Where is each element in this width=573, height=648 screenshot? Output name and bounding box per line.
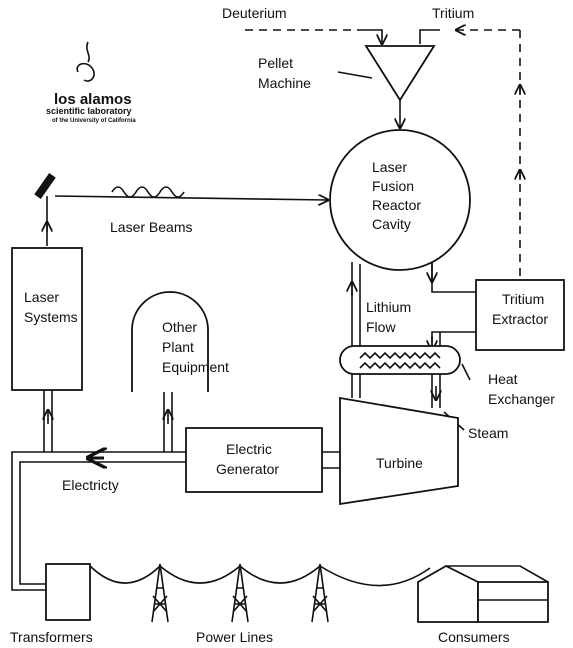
logo-line3: of the University of California (52, 118, 136, 124)
power-tower-2 (231, 563, 249, 623)
tritium-extractor-box (475, 279, 565, 351)
lithium-to-extractor (431, 262, 476, 293)
power-tower-3 (311, 563, 329, 623)
power-tower-1 (151, 563, 169, 623)
power-lines-label: Power Lines (196, 629, 273, 645)
power-lines-cable (89, 564, 431, 587)
heat-exchanger-pointer (461, 363, 471, 381)
other-plant-equipment (131, 291, 209, 392)
heat-exchanger-coil-bottom (359, 361, 441, 370)
heat-exchanger-label-2: Exchanger (488, 391, 555, 407)
transformers-label: Transformers (10, 629, 93, 645)
heat-exchanger-label-1: Heat (488, 371, 518, 387)
reactor-cavity (329, 129, 471, 271)
logo-name: los alamos (54, 91, 132, 108)
generator-label-2: Generator (216, 461, 279, 477)
reactor-label-3: Reactor (372, 197, 421, 213)
deuterium-label: Deuterium (222, 5, 287, 21)
laser-systems-label-2: Systems (24, 309, 78, 325)
other-label-3: Equipment (162, 359, 229, 375)
laser-systems-box (11, 247, 83, 391)
laser-beams-label: Laser Beams (110, 219, 192, 235)
tritium-extractor-label-2: Extractor (492, 311, 548, 327)
laser-systems-label-1: Laser (24, 289, 59, 305)
other-label-2: Plant (162, 339, 194, 355)
tritium-label: Tritium (432, 5, 474, 21)
electric-generator-box (185, 427, 323, 493)
turbine (339, 396, 459, 506)
laser-beam-wave (111, 186, 185, 198)
transformers-box (45, 563, 91, 621)
consumers-label: Consumers (438, 629, 510, 645)
heat-exchanger (339, 345, 461, 375)
consumers-building (417, 564, 549, 623)
laser-mirror (34, 173, 56, 199)
laboratory-logo: los alamos scientific laboratory of the … (46, 41, 136, 124)
turbine-label: Turbine (376, 455, 423, 471)
pellet-machine (364, 45, 436, 102)
pellet-machine-label-1: Pellet (258, 55, 293, 71)
reactor-label-1: Laser (372, 159, 407, 175)
generator-label-1: Electric (226, 441, 272, 457)
lithium-label-2: Flow (366, 319, 396, 335)
other-label-1: Other (162, 319, 197, 335)
tritium-extractor-label-1: Tritium (502, 291, 544, 307)
logo-line2: scientific laboratory (46, 106, 132, 116)
lithium-label-1: Lithium (366, 299, 411, 315)
extractor-to-exchanger (431, 331, 476, 346)
pellet-machine-label-2: Machine (258, 75, 311, 91)
heat-exchanger-coil-top (359, 351, 441, 360)
reactor-label-4: Cavity (372, 216, 411, 232)
steam-label: Steam (468, 425, 508, 441)
tritium-feed-line (419, 29, 440, 44)
deuterium-feed-arrow (360, 29, 382, 44)
laser-beam-line (54, 196, 328, 200)
reactor-label-2: Fusion (372, 178, 414, 194)
pellet-machine-pointer (337, 71, 373, 79)
electricity-label: Electricty (62, 477, 119, 493)
